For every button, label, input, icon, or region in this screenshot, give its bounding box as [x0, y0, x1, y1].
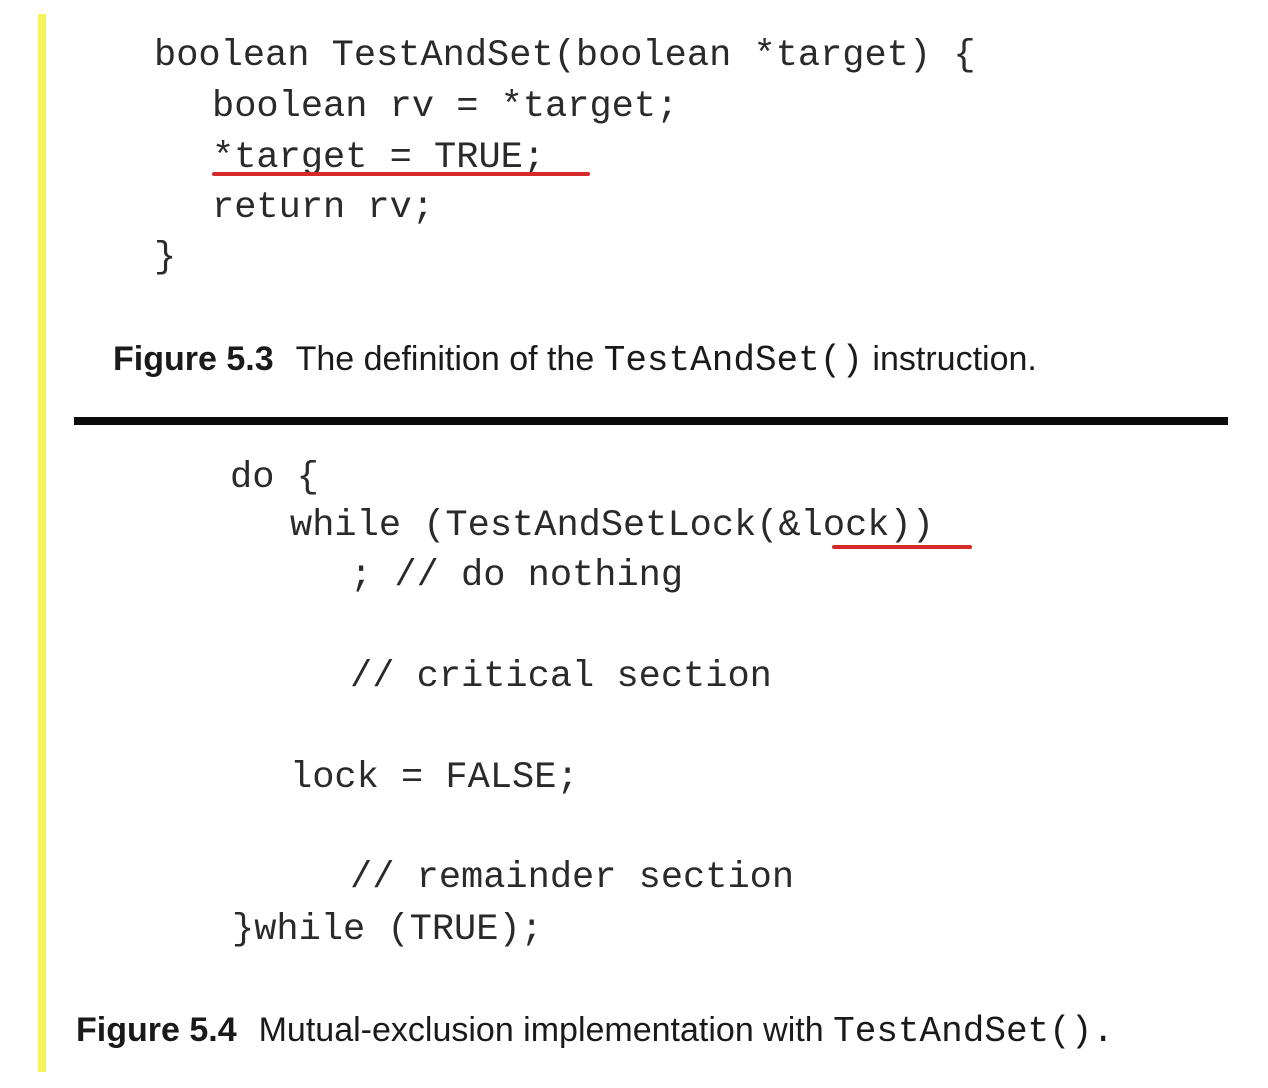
red-annotation-underline-lock: [832, 545, 972, 549]
figure-5-3-number: Figure 5.3: [113, 340, 274, 378]
red-annotation-underline-target: [212, 172, 590, 176]
figure-5-4-caption-code: TestAndSet().: [833, 1011, 1114, 1052]
figure-5-4-number: Figure 5.4: [76, 1011, 237, 1049]
figure-5-3-caption-code: TestAndSet(): [603, 340, 863, 381]
figure-5-4-caption: Figure 5.4 Mutual-exclusion implementatio…: [76, 1013, 1114, 1050]
figure-5-4-caption-text: Mutual-exclusion implementation with: [258, 1011, 824, 1049]
code-line-do-nothing: ; // do nothing: [350, 555, 684, 597]
code-line-function-signature: boolean TestAndSet(boolean *target) {: [154, 35, 976, 77]
code-line-target-true: *target = TRUE;: [212, 137, 546, 179]
code-line-lock-false: lock = FALSE;: [290, 757, 579, 799]
section-divider-rule: [74, 417, 1228, 425]
figure-5-3-caption: Figure 5.3 The definition of the TestAndS…: [113, 342, 1037, 379]
code-line-remainder-section: // remainder section: [350, 857, 795, 899]
code-line-while-true: }while (TRUE);: [232, 909, 543, 951]
figure-5-3-caption-text-end: instruction.: [872, 340, 1037, 378]
code-line-do: do {: [230, 457, 319, 499]
figure-5-3-caption-text: The definition of the: [295, 340, 595, 378]
code-line-return: return rv;: [212, 187, 435, 229]
code-line-closing-brace: }: [154, 237, 177, 279]
margin-highlight-bar: [38, 14, 46, 1072]
code-line-critical-section: // critical section: [350, 656, 772, 698]
code-line-while-testandsetlock: while (TestAndSetLock(&lock)): [290, 505, 934, 547]
code-line-rv-assignment: boolean rv = *target;: [212, 86, 679, 128]
